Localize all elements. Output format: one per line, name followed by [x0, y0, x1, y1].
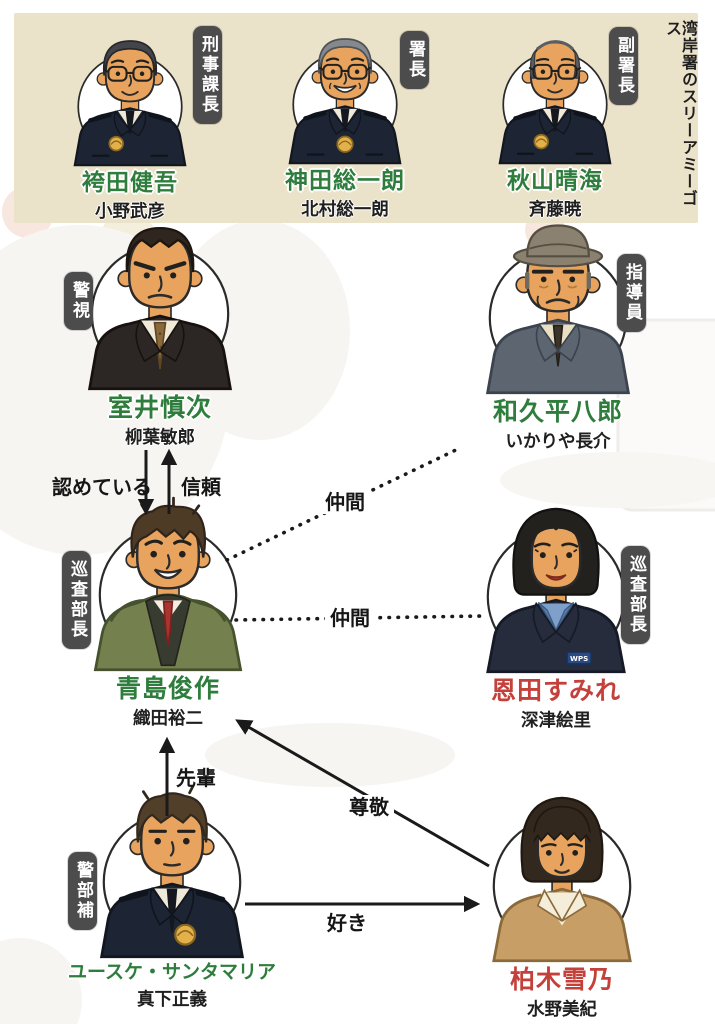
relationship-label-sonkei: 尊敬	[344, 795, 394, 819]
rank-badge-onda: 巡査部長	[621, 546, 650, 644]
avatar-mashita	[99, 784, 245, 959]
rank-badge-kanda: 署長	[400, 31, 429, 89]
character-card-onda: WPS 恩田すみれ 深津絵里	[446, 489, 666, 732]
relationship-label-suki: 好き	[327, 911, 367, 935]
actor-name: 水野美紀	[527, 1000, 597, 1021]
actor-name: 柳葉敏郎	[125, 428, 195, 449]
avatar-kashiwagi	[492, 796, 632, 963]
character-name: 和久平八郎	[492, 397, 623, 426]
character-card-aoshima: 青島俊作 織田裕二	[58, 487, 278, 730]
character-name: 青島俊作	[115, 674, 220, 703]
character-card-hakamada: 袴田健吾 小野武彦	[30, 22, 230, 223]
character-name: 恩田すみれ	[490, 676, 621, 705]
character-name: 柏木雪乃	[509, 965, 614, 994]
actor-name: 小野武彦	[95, 202, 165, 223]
character-name: 神田総一朗	[285, 168, 405, 194]
character-name: 袴田健吾	[82, 170, 178, 196]
wps-chest-badge: WPS	[570, 654, 588, 663]
character-card-muroi: 室井慎次 柳葉敏郎	[50, 206, 270, 449]
actor-name: いかりや長介	[505, 432, 611, 453]
actor-name: 斉藤暁	[528, 200, 582, 221]
avatar-hakamada	[73, 40, 187, 167]
avatar-waku	[485, 224, 631, 395]
avatar-akiyama	[498, 40, 612, 165]
relationship-label-mitometeiru: 認めている	[52, 475, 152, 499]
avatar-kanda	[288, 38, 402, 165]
actor-name: 深津絵里	[521, 711, 591, 732]
avatar-onda: WPS	[486, 507, 626, 674]
avatar-aoshima	[93, 496, 243, 672]
rank-badge-mashita: 警部補	[68, 852, 97, 930]
rank-badge-muroi: 警視	[64, 272, 93, 330]
actor-name: 織田裕二	[133, 709, 203, 730]
panel-vertical-title: 湾岸署のスリーアミーゴス	[663, 20, 698, 207]
avatar-muroi	[87, 226, 233, 391]
relationship-label-nakama-waku: 仲間	[320, 490, 370, 514]
character-card-mashita: ユースケ・サンタマリア 真下正義	[62, 774, 282, 1011]
relationship-label-shinrai: 信頼	[181, 475, 221, 499]
character-name: ユースケ・サンタマリア	[67, 961, 277, 983]
character-card-kanda: 神田総一朗 北村総一朗	[245, 20, 445, 221]
character-card-waku: 和久平八郎 いかりや長介	[448, 210, 668, 453]
character-name: 秋山晴海	[507, 168, 603, 194]
rank-badge-waku: 指導員	[617, 254, 646, 332]
rank-badge-hakamada: 刑事課長	[193, 26, 222, 124]
actor-name: 真下正義	[137, 989, 207, 1010]
character-name: 室井慎次	[107, 393, 212, 422]
character-card-akiyama: 秋山晴海 斉藤暁	[455, 20, 655, 221]
character-card-kashiwagi: 柏木雪乃 水野美紀	[452, 778, 672, 1021]
relationship-label-nakama-onda: 仲間	[325, 606, 375, 630]
actor-name: 北村総一朗	[301, 200, 389, 221]
rank-badge-akiyama: 副署長	[609, 27, 638, 105]
rank-badge-aoshima: 巡査部長	[62, 551, 91, 649]
relationship-label-senpai: 先輩	[176, 766, 216, 790]
